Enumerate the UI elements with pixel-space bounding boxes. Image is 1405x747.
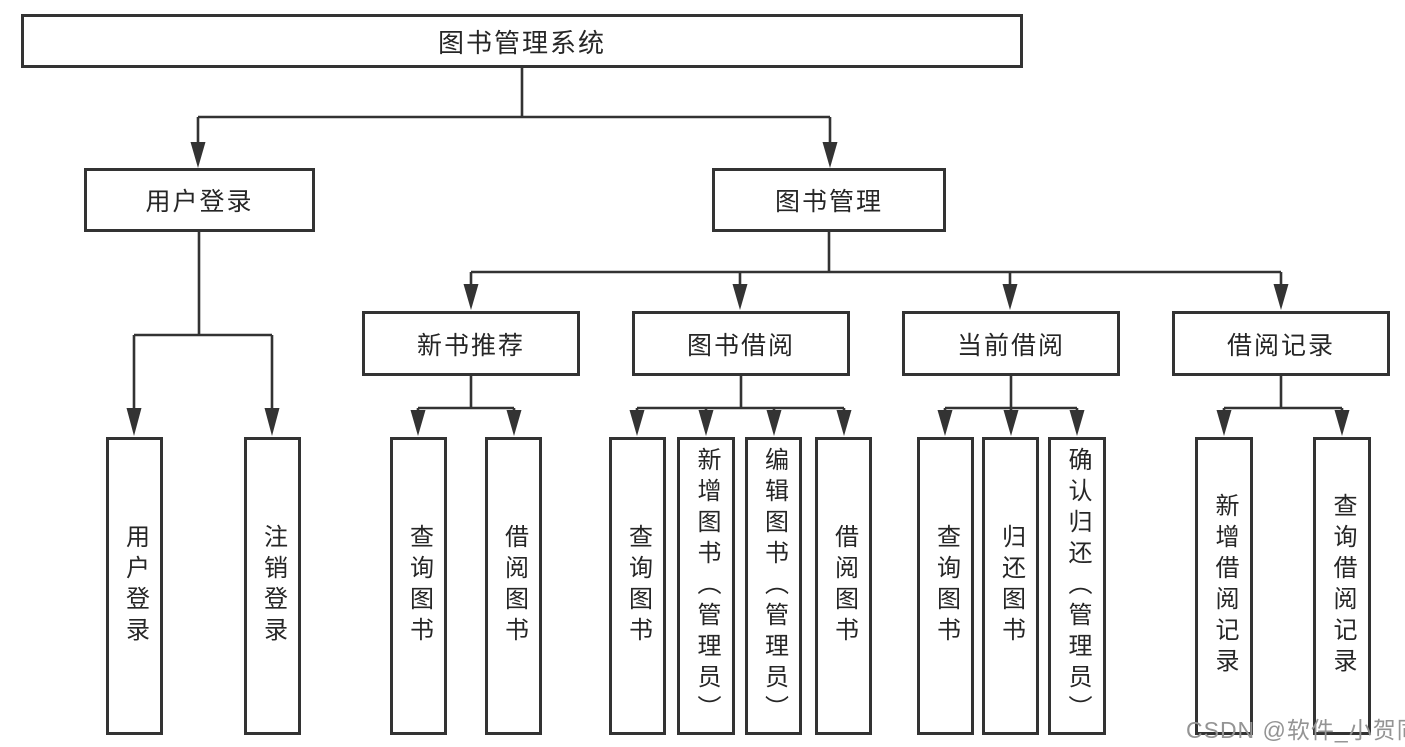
arrow-icon (264, 408, 280, 436)
node-book-borrow: 图书借阅 (632, 311, 850, 376)
arrow-icon (463, 284, 479, 310)
leaf-borrow-book-recommend: 借阅图书 (485, 437, 542, 735)
leaf-add-book-admin: 新增图书（管理员） (677, 437, 735, 735)
leaf-user-login: 用户登录 (106, 437, 163, 735)
leaf-query-book-recommend-label: 查询图书 (405, 524, 433, 648)
arrow-icon (698, 410, 714, 436)
leaf-query-book-recommend: 查询图书 (390, 437, 447, 735)
arrow-icon (126, 408, 142, 436)
arrow-icon (190, 142, 206, 168)
arrow-icon (1216, 410, 1232, 436)
node-library-system: 图书管理系统 (21, 14, 1023, 68)
leaf-query-borrow-record-label: 查询借阅记录 (1329, 493, 1356, 679)
arrow-icon (1003, 410, 1019, 436)
node-library-system-label: 图书管理系统 (437, 27, 606, 58)
arrow-icon (1273, 284, 1289, 310)
leaf-edit-book-admin: 编辑图书（管理员） (745, 437, 802, 735)
leaf-borrow-book-recommend-label: 借阅图书 (500, 524, 528, 648)
leaf-query-book-borrow: 查询图书 (609, 437, 666, 735)
node-book-management-label: 图书管理 (774, 188, 883, 216)
leaf-user-login-label: 用户登录 (121, 524, 149, 648)
leaf-query-book-current: 查询图书 (917, 437, 974, 735)
node-book-management: 图书管理 (712, 168, 946, 232)
connector-recommend (416, 374, 516, 414)
connector-records (1222, 374, 1344, 414)
node-user-login-label: 用户登录 (145, 188, 254, 216)
connector-user-login (132, 230, 274, 412)
connector-root (196, 66, 832, 144)
node-new-book-recommend: 新书推荐 (362, 311, 580, 376)
arrow-icon (1334, 410, 1350, 436)
leaf-borrow-book-label: 借阅图书 (830, 524, 858, 648)
csdn-watermark: CSDN @软件_小贺同学 (1186, 717, 1405, 743)
arrow-icon (766, 410, 782, 436)
node-borrow-records-label: 借阅记录 (1226, 331, 1335, 360)
node-user-login: 用户登录 (84, 168, 315, 232)
leaf-confirm-return-admin-label: 确认归还（管理员） (1064, 446, 1091, 726)
leaf-query-book-borrow-label: 查询图书 (624, 524, 652, 648)
arrow-icon (1002, 284, 1018, 310)
arrow-icon (822, 142, 838, 168)
leaf-add-borrow-record-label: 新增借阅记录 (1211, 493, 1238, 679)
leaf-query-book-current-label: 查询图书 (932, 524, 960, 648)
leaf-edit-book-admin-label: 编辑图书（管理员） (760, 446, 788, 726)
arrow-icon (732, 284, 748, 310)
connector-current (943, 374, 1079, 414)
arrow-icon (410, 410, 426, 436)
arrow-icon (1069, 410, 1085, 436)
arrow-icon (836, 410, 852, 436)
arrow-icon (629, 410, 645, 436)
leaf-add-borrow-record: 新增借阅记录 (1195, 437, 1253, 735)
leaf-logout: 注销登录 (244, 437, 301, 735)
connector-borrow (635, 374, 846, 414)
leaf-query-borrow-record: 查询借阅记录 (1313, 437, 1371, 735)
leaf-borrow-book: 借阅图书 (815, 437, 872, 735)
node-current-borrow: 当前借阅 (902, 311, 1120, 376)
node-book-borrow-label: 图书借阅 (686, 331, 795, 360)
leaf-return-book-label: 归还图书 (997, 524, 1025, 648)
node-current-borrow-label: 当前借阅 (956, 331, 1065, 360)
connector-book-mgmt (469, 230, 1283, 286)
leaf-logout-label: 注销登录 (259, 524, 287, 648)
node-borrow-records: 借阅记录 (1172, 311, 1390, 376)
arrowheads (126, 142, 1350, 436)
node-new-book-recommend-label: 新书推荐 (416, 331, 525, 360)
leaf-add-book-admin-label: 新增图书（管理员） (693, 446, 720, 726)
arrow-icon (937, 410, 953, 436)
leaf-confirm-return-admin: 确认归还（管理员） (1048, 437, 1106, 735)
arrow-icon (506, 410, 522, 436)
leaf-return-book: 归还图书 (982, 437, 1039, 735)
